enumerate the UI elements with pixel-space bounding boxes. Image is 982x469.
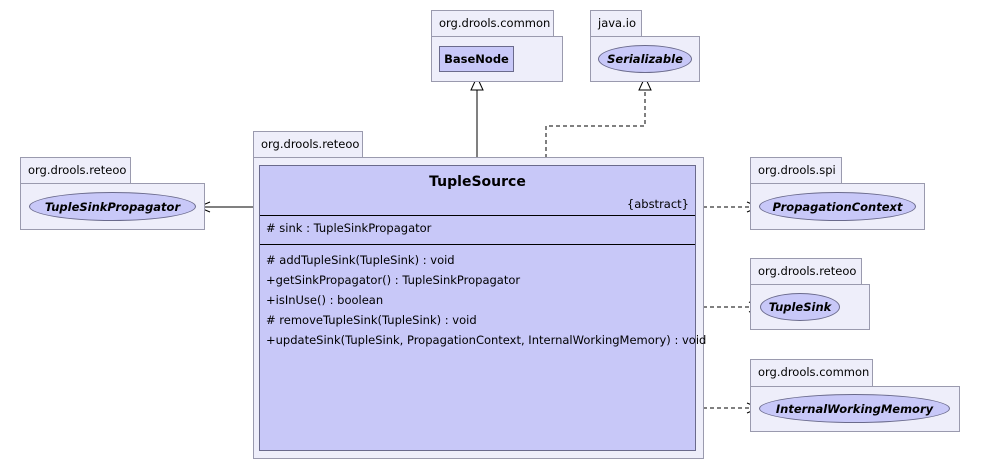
class-basenode[interactable]: BaseNode	[439, 46, 514, 72]
package-tab-reteoo-left: org.drools.reteoo	[20, 157, 131, 184]
class-stereotype: {abstract}	[626, 197, 689, 211]
attributes-divider	[260, 215, 695, 216]
operation-addtuplesink: # addTupleSink(TupleSink) : void	[266, 253, 455, 267]
class-name: TupleSource	[429, 174, 526, 190]
operation-removetuplesink: # removeTupleSink(TupleSink) : void	[266, 313, 477, 327]
package-tab-spi: org.drools.spi	[750, 157, 842, 184]
package-tab-common-top: org.drools.common	[431, 10, 554, 37]
package-tab-common-bottom: org.drools.common	[750, 359, 873, 387]
class-tuplesource[interactable]: TupleSource {abstract} # sink : TupleSin…	[259, 165, 706, 451]
package-tab-reteoo-right: org.drools.reteoo	[750, 258, 862, 285]
operations-divider	[260, 244, 695, 245]
package-tab-java-io: java.io	[590, 10, 642, 37]
interface-internalworkingmemory[interactable]: InternalWorkingMemory	[759, 394, 950, 423]
attribute-sink: # sink : TupleSinkPropagator	[266, 221, 432, 235]
realization-edge-serializable	[545, 90, 646, 165]
interface-propagationcontext[interactable]: PropagationContext	[759, 192, 916, 221]
operation-updatesink: +updateSink(TupleSink, PropagationContex…	[266, 333, 707, 347]
interface-serializable[interactable]: Serializable	[598, 45, 692, 73]
realization-arrowhead-serializable	[638, 75, 652, 91]
generalization-arrowhead-basenode	[470, 75, 484, 91]
interface-tuplesinkpropagator[interactable]: TupleSinkPropagator	[29, 192, 196, 221]
operation-getsinkpropagator: +getSinkPropagator() : TupleSinkPropagat…	[266, 273, 521, 287]
interface-tuplesink[interactable]: TupleSink	[760, 293, 840, 321]
operation-isinuse: +isInUse() : boolean	[266, 293, 384, 307]
package-tab-reteoo-main: org.drools.reteoo	[253, 131, 363, 158]
